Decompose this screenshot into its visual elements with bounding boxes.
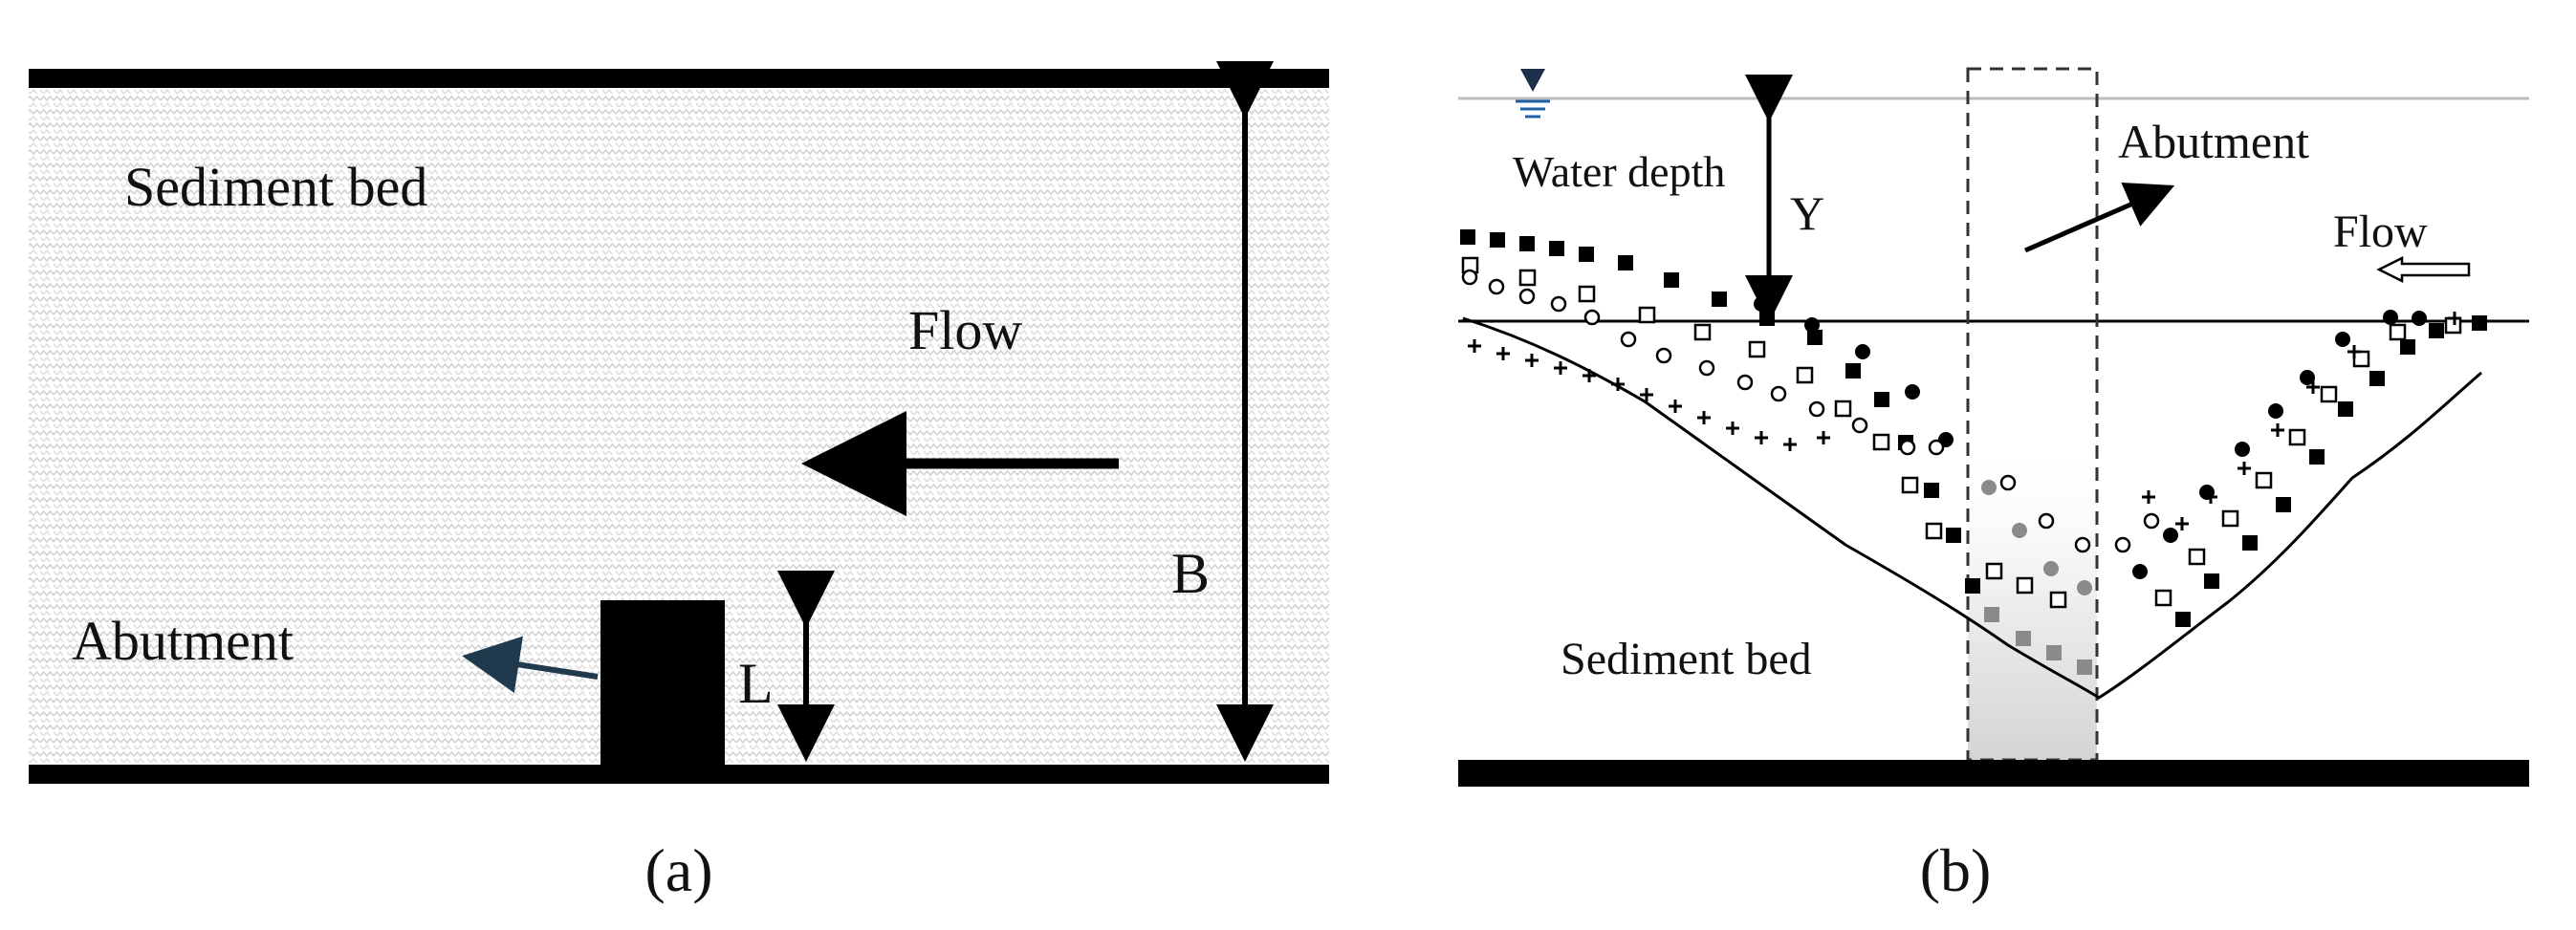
hollow-arrow-left-icon (2376, 255, 2471, 284)
sediment-bed-label-a: Sediment bed (124, 156, 427, 218)
length-dimension-label: L (738, 652, 774, 715)
bottom-wall-b (1458, 760, 2529, 787)
marker-series-hollow-squares (1461, 256, 2462, 609)
scour-profile-curve (1462, 316, 2482, 700)
marker-series-plus (1468, 312, 2461, 530)
marker-series-grey-squares (1984, 607, 2092, 675)
abutment-label-b: Abutment (2118, 115, 2309, 168)
water-depth-label: Water depth (1513, 147, 1725, 196)
depth-dimension-label: Y (1790, 186, 1824, 240)
marker-series-grey-circles (1981, 480, 2092, 595)
panel-b: Water depth Y Abutment Flow (1458, 67, 2529, 904)
flow-label-a: Flow (908, 299, 1022, 361)
marker-series-hollow-circles (1461, 269, 2160, 553)
caption-a: (a) (644, 836, 712, 904)
abutment-pointer-arrow (462, 636, 599, 693)
water-level-icon (1516, 69, 1550, 119)
flow-label-b: Flow (2333, 206, 2428, 257)
marker-series-filled-circles (1754, 296, 2427, 579)
abutment-label-a: Abutment (72, 610, 294, 672)
bottom-wall-a (29, 765, 1329, 784)
top-wall-a (29, 69, 1329, 88)
marker-series-filled-squares (1460, 229, 2487, 627)
sediment-bed-label-b: Sediment bed (1561, 634, 1812, 684)
width-dimension-label: B (1171, 542, 1210, 605)
abutment-pointer-arrow-b (2024, 183, 2175, 253)
caption-b: (b) (1920, 836, 1992, 904)
abutment-block (600, 600, 725, 768)
panel-a: Sediment bed Flow B Abutment L (a) (29, 61, 1329, 904)
